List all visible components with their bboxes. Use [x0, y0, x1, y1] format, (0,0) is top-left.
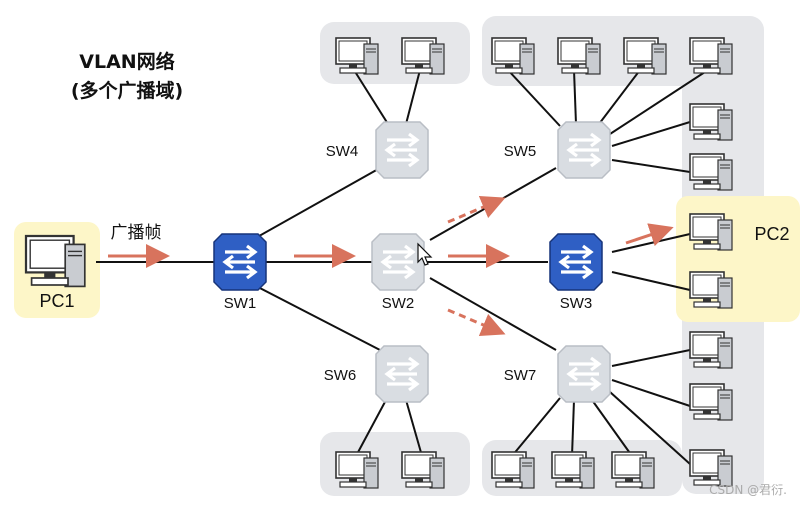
sw7-switch-icon[interactable] [556, 344, 612, 404]
diagram-title-line2: (多个广播域) [70, 80, 184, 102]
computer-icon[interactable] [491, 37, 535, 75]
arrow-sw2-sw7-dashed [447, 308, 506, 337]
frame-label: 广播帧 [111, 223, 162, 243]
sw4-label: SW4 [326, 143, 359, 160]
sw4-switch-icon[interactable] [374, 120, 430, 180]
sw7-label: SW7 [504, 367, 537, 384]
sw1-switch-icon[interactable] [212, 232, 268, 292]
sw6-label: SW6 [324, 367, 357, 384]
sw6-switch-icon[interactable] [374, 344, 430, 404]
broadcast-arrows [108, 195, 674, 337]
computer-icon[interactable] [557, 37, 601, 75]
computer-icon[interactable] [623, 37, 667, 75]
sw3-label: SW3 [560, 295, 593, 312]
sw2-label: SW2 [382, 295, 415, 312]
sw3-switch-icon[interactable] [548, 232, 604, 292]
computer-icon[interactable] [689, 103, 733, 141]
sw5-switch-icon[interactable] [556, 120, 612, 180]
computer-icon[interactable] [689, 37, 733, 75]
pc2-label: PC2 [754, 224, 789, 244]
arrow-sw3-pc2 [625, 223, 674, 247]
sw2-switch-icon[interactable] [370, 232, 426, 292]
watermark: CSDN @君衍. [709, 483, 787, 497]
computer-icon[interactable] [401, 37, 445, 75]
pc1-label: PC1 [39, 291, 74, 311]
arrow-sw2-sw5-dashed [447, 195, 506, 224]
diagram-title-line1: VLAN网络 [79, 51, 175, 73]
sw1-label: SW1 [224, 295, 257, 312]
computer-icon[interactable] [335, 37, 379, 75]
mouse-cursor-icon [417, 242, 433, 266]
sw5-label: SW5 [504, 143, 537, 160]
